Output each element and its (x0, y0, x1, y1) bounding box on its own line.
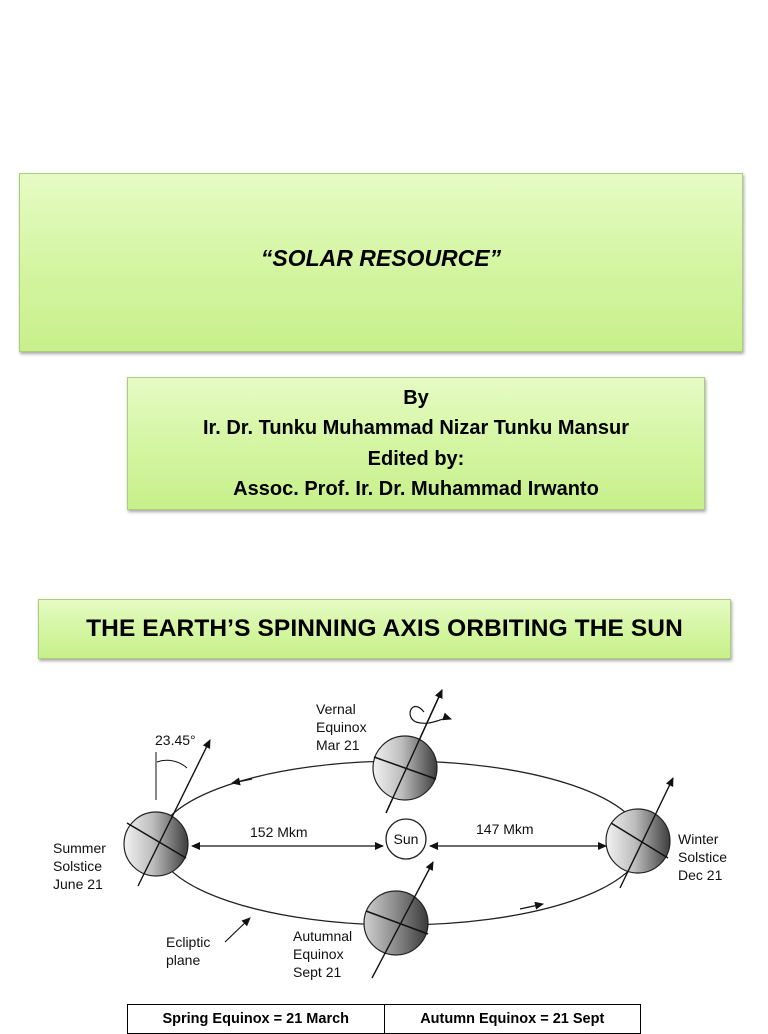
vernal-label-3: Mar 21 (316, 737, 360, 753)
slide-heading: THE EARTH’S SPINNING AXIS ORBITING THE S… (86, 615, 683, 642)
earth-autumnal (363, 861, 434, 979)
winter-label-2: Solstice (678, 849, 727, 865)
earth-summer (123, 739, 211, 887)
sun-label: Sun (394, 831, 419, 847)
winter-label-1: Winter (678, 831, 719, 847)
vernal-label-1: Vernal (316, 701, 356, 717)
autumnal-label-2: Equinox (293, 946, 344, 962)
orbit-arrow-top (231, 777, 253, 786)
earth-vernal (372, 689, 452, 814)
distance-left-label: 152 Mkm (250, 824, 308, 840)
author-line-name: Ir. Dr. Tunku Muhammad Nizar Tunku Mansu… (203, 417, 629, 439)
orbit-arrow-bottom (519, 901, 544, 910)
earth-orbit-diagram: 152 Mkm 147 Mkm Sun 23.45° Vernal Equino… (53, 689, 727, 980)
table-row: Spring Equinox = 21 March Autumn Equinox… (127, 1004, 641, 1034)
autumn-equinox-cell: Autumn Equinox = 21 Sept (383, 1004, 641, 1034)
autumnal-label-1: Autumnal (293, 928, 352, 944)
heading-box: THE EARTH’S SPINNING AXIS ORBITING THE S… (38, 599, 731, 659)
spring-equinox-cell: Spring Equinox = 21 March (127, 1004, 385, 1034)
winter-label-3: Dec 21 (678, 867, 723, 883)
summer-label-1: Summer (53, 840, 106, 856)
author-line-editor: Assoc. Prof. Ir. Dr. Muhammad Irwanto (233, 478, 599, 500)
earth-winter (605, 777, 674, 889)
equinox-table: Spring Equinox = 21 March Autumn Equinox… (127, 1004, 641, 1034)
ecliptic-pointer-arrow (224, 917, 251, 943)
author-line-edited-by: Edited by: (367, 447, 465, 470)
angle-label: 23.45° (155, 732, 196, 748)
summer-label-2: Solstice (53, 858, 102, 874)
slide-title: “SOLAR RESOURCE” (260, 245, 502, 271)
ecliptic-label-1: Ecliptic (166, 934, 210, 950)
summer-label-3: June 21 (53, 876, 103, 892)
ecliptic-label-2: plane (166, 952, 200, 968)
author-line-by: By (403, 386, 429, 409)
title-box: “SOLAR RESOURCE” (19, 173, 743, 352)
sun-circle (385, 818, 427, 860)
autumnal-label-3: Sept 21 (293, 964, 341, 980)
author-box: By Ir. Dr. Tunku Muhammad Nizar Tunku Ma… (127, 377, 705, 510)
vernal-label-2: Equinox (316, 719, 367, 735)
distance-right-label: 147 Mkm (476, 821, 534, 837)
